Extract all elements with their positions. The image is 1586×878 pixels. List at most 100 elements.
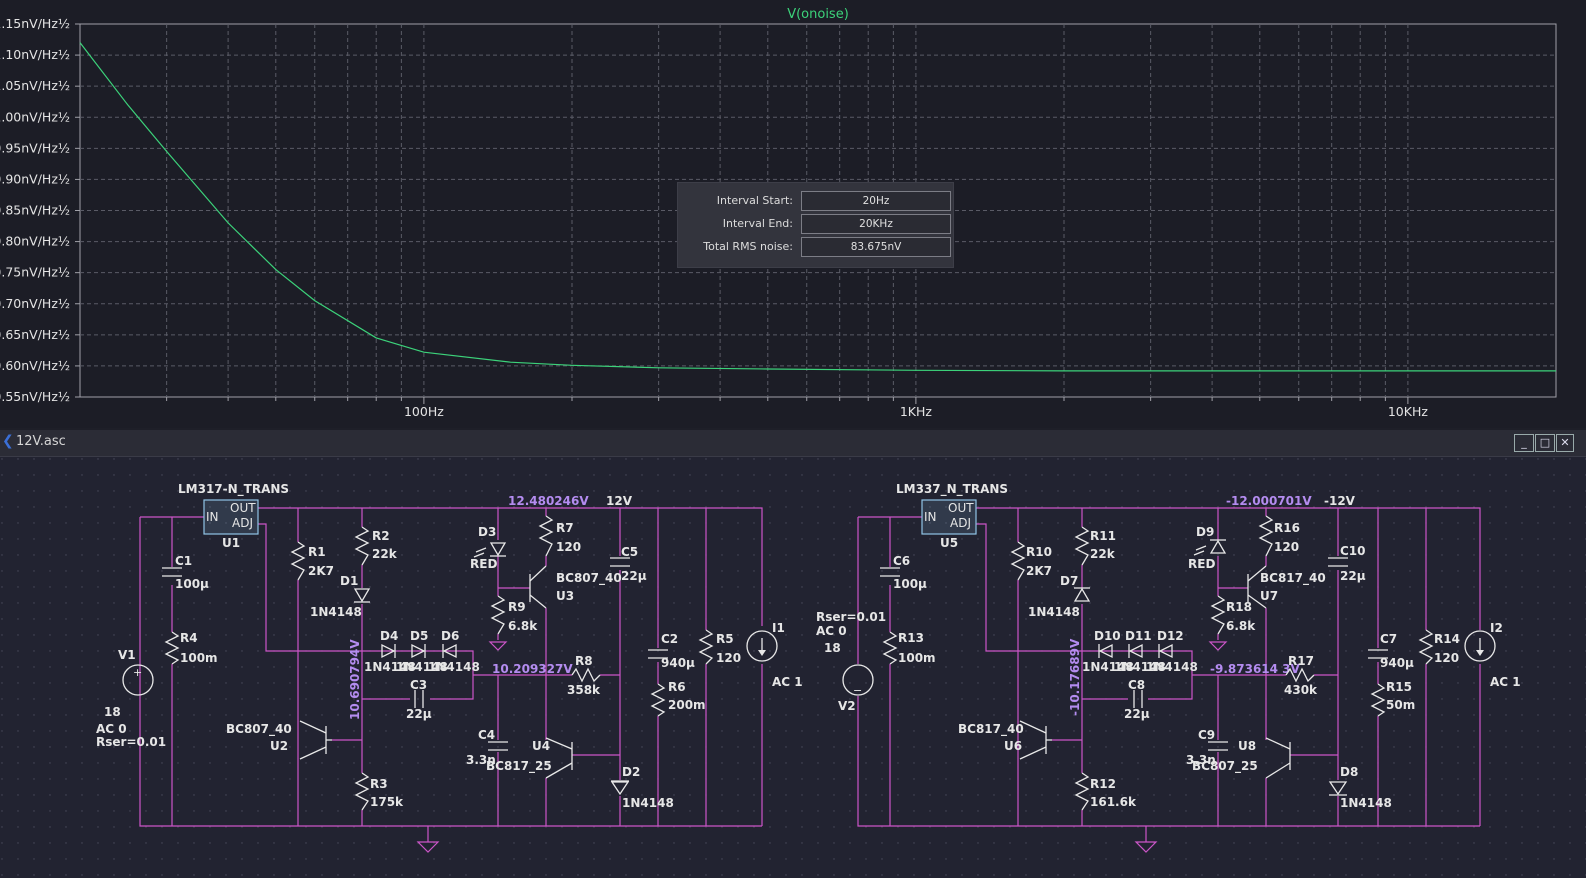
capacitor-c7[interactable] — [1368, 649, 1388, 659]
v2-label[interactable]: V2 — [838, 699, 856, 713]
resistor-r4[interactable] — [164, 631, 180, 665]
u7-model[interactable]: BC817_40 — [1260, 571, 1326, 586]
transistor-u4[interactable] — [545, 737, 573, 779]
u6-label[interactable]: U6 — [1004, 739, 1022, 753]
d5-value[interactable]: 1N4148 — [396, 660, 448, 674]
transistor-u8[interactable] — [1265, 737, 1291, 779]
d12-value[interactable]: 1N4148 — [1146, 660, 1198, 674]
u2-model[interactable]: BC807_40 — [226, 722, 292, 737]
d7-label[interactable]: D7 — [1060, 574, 1078, 588]
voltage-source-v2[interactable] — [842, 664, 874, 696]
resistor-r11[interactable] — [1074, 526, 1090, 566]
r5-value[interactable]: 120 — [716, 651, 741, 665]
interval-end-field[interactable]: 20KHz — [801, 214, 951, 234]
c9-value[interactable]: 3.3n — [1186, 753, 1216, 767]
i2-label[interactable]: I2 — [1490, 621, 1503, 635]
d12-label[interactable]: D12 — [1157, 629, 1184, 643]
u7-label[interactable]: U7 — [1260, 589, 1278, 603]
diode-d2[interactable] — [610, 780, 630, 796]
resistor-r9[interactable] — [490, 595, 506, 635]
r1-value[interactable]: 2K7 — [308, 564, 334, 578]
transistor-u3[interactable] — [529, 565, 547, 609]
r14-label[interactable]: R14 — [1434, 632, 1460, 646]
interval-start-field[interactable]: 20Hz — [801, 191, 951, 211]
v2-value[interactable]: 18 — [824, 641, 841, 655]
r1-label[interactable]: R1 — [308, 545, 326, 559]
r12-label[interactable]: R12 — [1090, 777, 1116, 791]
r11-label[interactable]: R11 — [1090, 529, 1116, 543]
schematic-tab-title[interactable]: 12V.asc — [16, 434, 66, 449]
regulator-u5[interactable] — [921, 499, 977, 535]
r13-value[interactable]: 100m — [898, 651, 936, 665]
voltage-source-v1[interactable] — [122, 664, 154, 696]
resistor-r13[interactable] — [882, 631, 898, 665]
resistor-r18[interactable] — [1210, 595, 1226, 635]
c6-value[interactable]: 100µ — [893, 577, 927, 591]
u8-model[interactable]: BC807_25 — [1192, 759, 1258, 774]
v1-value[interactable]: 18 — [104, 705, 121, 719]
r8-value[interactable]: 358k — [567, 683, 601, 697]
resistor-r5[interactable] — [698, 629, 714, 665]
r17-label[interactable]: R17 — [1288, 654, 1314, 668]
d2-label[interactable]: D2 — [622, 765, 640, 779]
c5-value[interactable]: 22µ — [621, 569, 647, 583]
u1-ref-label[interactable]: U1 — [222, 536, 240, 550]
u2-label[interactable]: U2 — [270, 739, 288, 753]
u3-model[interactable]: BC807_40 — [556, 571, 622, 586]
d10-value[interactable]: 1N4148 — [1082, 660, 1134, 674]
d3-value[interactable]: RED — [470, 557, 497, 571]
r16-value[interactable]: 120 — [1274, 540, 1299, 554]
c7-label[interactable]: C7 — [1380, 632, 1397, 646]
d8-value[interactable]: 1N4148 — [1340, 796, 1392, 810]
d8-label[interactable]: D8 — [1340, 765, 1358, 779]
led-d9[interactable] — [1193, 539, 1227, 556]
d6-label[interactable]: D6 — [441, 629, 459, 643]
resistor-r3[interactable] — [354, 772, 370, 811]
bias-voltage-label-neg[interactable]: -9.873614 3V — [1210, 662, 1301, 676]
resistor-r1[interactable] — [290, 541, 306, 581]
net-label-12v[interactable]: 12V — [606, 494, 633, 508]
r3-label[interactable]: R3 — [370, 777, 388, 791]
current-source-i1[interactable] — [746, 630, 778, 662]
capacitor-c10[interactable] — [1328, 557, 1348, 567]
noise-plot[interactable]: V(onoise) 1.15nV/Hz½1.10nV/Hz½1.05nV/Hz½… — [0, 0, 1586, 428]
r18-label[interactable]: R18 — [1226, 600, 1252, 614]
resistor-r15[interactable] — [1370, 683, 1386, 717]
resistor-r16[interactable] — [1258, 515, 1274, 557]
current-source-i2[interactable] — [1464, 630, 1496, 662]
r12-value[interactable]: 161.6k — [1090, 795, 1137, 809]
r10-label[interactable]: R10 — [1026, 545, 1052, 559]
capacitor-c8[interactable] — [1133, 690, 1143, 708]
capacitor-c9[interactable] — [1208, 741, 1228, 751]
r10-value[interactable]: 2K7 — [1026, 564, 1052, 578]
transistor-u7[interactable] — [1247, 565, 1267, 609]
d10-label[interactable]: D10 — [1094, 629, 1121, 643]
i2-value[interactable]: AC 1 — [1490, 675, 1521, 689]
r13-label[interactable]: R13 — [898, 631, 924, 645]
output-voltage-label-neg[interactable]: -12.000701V — [1226, 494, 1312, 508]
capacitor-c3[interactable] — [414, 690, 424, 708]
c4-value[interactable]: 3.3n — [466, 753, 496, 767]
diode-d1[interactable] — [353, 588, 371, 603]
v1-ac[interactable]: AC 0 — [96, 722, 127, 736]
led-d3[interactable] — [473, 542, 507, 558]
r4-label[interactable]: R4 — [180, 631, 198, 645]
maximize-button[interactable]: □ — [1535, 434, 1555, 452]
resistor-r10[interactable] — [1010, 541, 1026, 581]
resistor-r14[interactable] — [1418, 629, 1434, 665]
c4-label[interactable]: C4 — [478, 728, 495, 742]
d1-value[interactable]: 1N4148 — [310, 605, 362, 619]
capacitor-c1[interactable] — [162, 567, 182, 577]
trace-title[interactable]: V(onoise) — [787, 7, 849, 22]
r9-label[interactable]: R9 — [508, 600, 526, 614]
c5-label[interactable]: C5 — [621, 545, 638, 559]
c8-value[interactable]: 22µ — [1124, 707, 1150, 721]
c7-value[interactable]: 940µ — [1380, 656, 1414, 670]
r2-label[interactable]: R2 — [372, 529, 390, 543]
v1-label[interactable]: V1 — [118, 648, 136, 662]
d9-label[interactable]: D9 — [1196, 525, 1214, 539]
d3-label[interactable]: D3 — [478, 525, 496, 539]
c2-value[interactable]: 940µ — [661, 656, 695, 670]
d1-label[interactable]: D1 — [340, 574, 358, 588]
